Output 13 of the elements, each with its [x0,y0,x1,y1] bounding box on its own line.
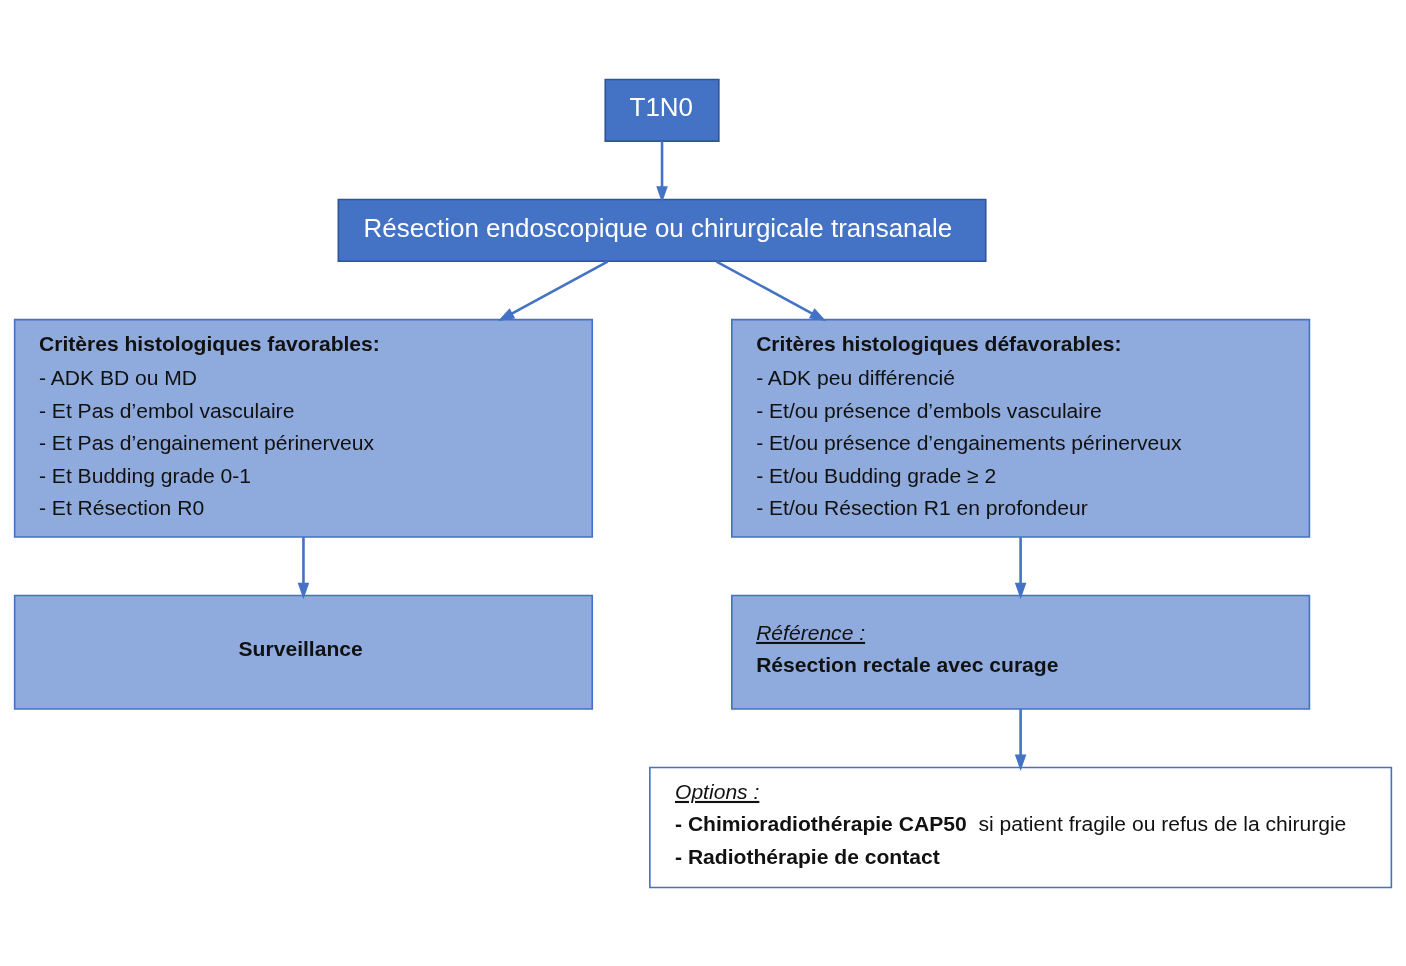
node-box: Surveillance [13,594,594,710]
node-box: Critères histologiques favorables: - ADK BD ou MD - Et Pas d’embol vasculaire - Et Pas d’engainement périnerveux - Et Budding grade 0-1 - Et Résection R0 [13,318,594,538]
arrow [1014,708,1027,771]
node-box: Référence : Résection rectale avec curage [731,594,1311,710]
node-box: Résection endoscopique ou chirurgicale transanale [337,198,987,262]
arrow [1014,536,1027,599]
node-box: Options : - Chimioradiothérapie CAP50 si patient fragile ou refus de la chirurgie - Radiothérapie de contact [649,766,1393,888]
arrow [297,536,310,599]
arrow [497,259,609,321]
node-box: T1N0 [604,78,720,142]
node-box: Critères histologiques défavorables: - ADK peu différencié - Et/ou présence d’embols vasculaire - Et/ou présence d’engainements périnerveux - Et/ou Budding grade ≥ 2 - Et/ou Résection R1 en profondeur [731,318,1311,538]
arrow [715,259,827,321]
arrow [656,140,668,203]
